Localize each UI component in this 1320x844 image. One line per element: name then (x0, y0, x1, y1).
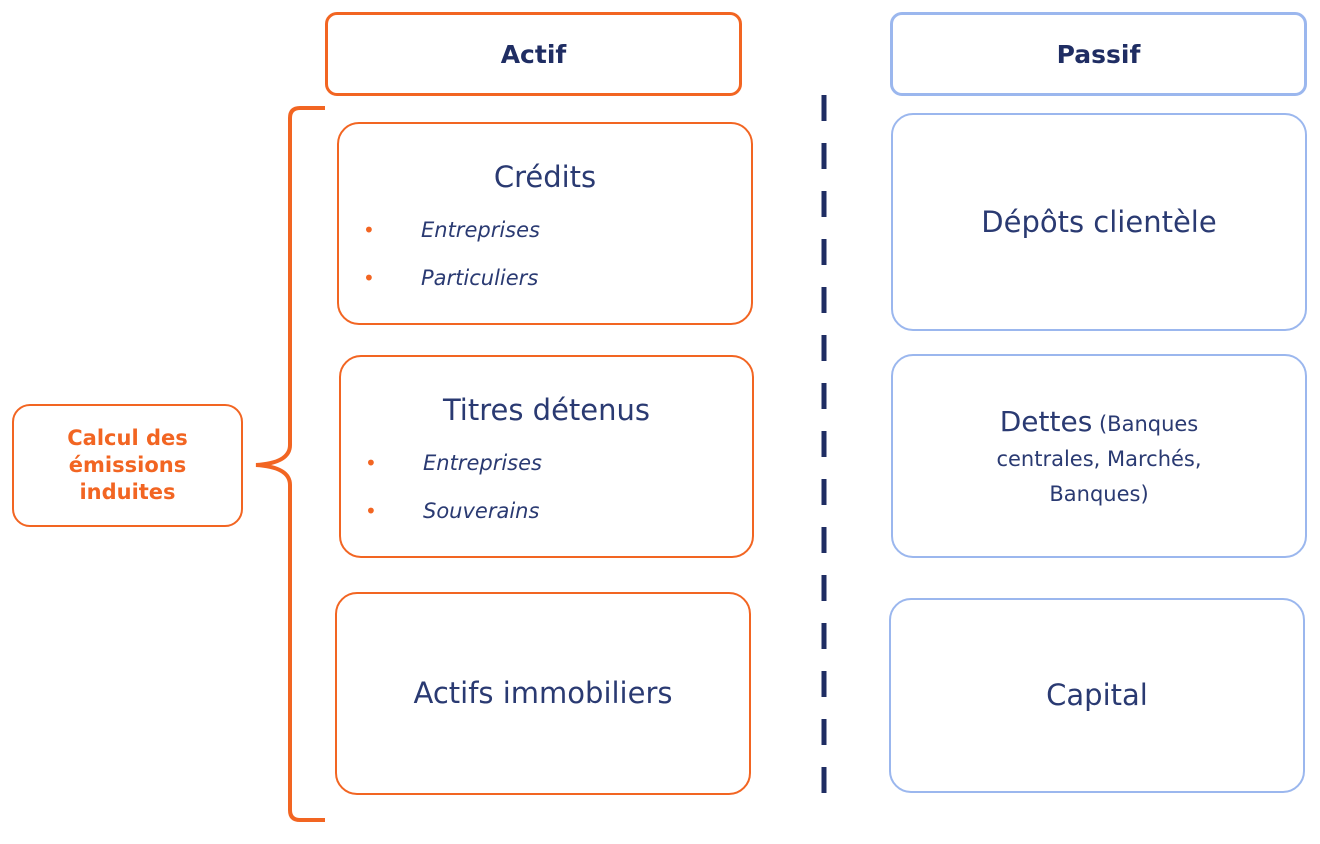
asset-title-titres: Titres détenus (442, 393, 651, 427)
calc-line-1: Calcul des (67, 425, 188, 450)
asset-list-titres: •Entreprises •Souverains (365, 439, 542, 535)
asset-box-credits: Crédits •Entreprises •Particuliers (337, 122, 753, 325)
liability-title-depots: Dépôts clientèle (981, 204, 1217, 239)
list-item: •Particuliers (363, 266, 539, 290)
dashed-divider (821, 95, 827, 795)
dettes-detail: (Banques centrales, Marchés, Banques) (996, 411, 1202, 506)
liability-box-depots: Dépôts clientèle (891, 113, 1307, 331)
list-item: •Entreprises (365, 451, 542, 475)
calc-line-3: induites (79, 480, 176, 505)
asset-title-credits: Crédits (493, 160, 597, 194)
actif-header-label: Actif (500, 39, 567, 69)
passif-header-label: Passif (1056, 39, 1141, 69)
calc-emissions-box: Calcul des émissions induites (12, 404, 243, 527)
calc-line-2: émissions (68, 452, 187, 477)
liability-title-capital: Capital (1046, 678, 1148, 713)
actif-header: Actif (325, 12, 742, 96)
liability-box-dettes: Dettes (Banques centrales, Marchés, Banq… (891, 354, 1307, 558)
asset-box-immobiliers: Actifs immobiliers (335, 592, 751, 795)
list-item: •Entreprises (363, 218, 540, 242)
asset-list-credits: •Entreprises •Particuliers (363, 206, 540, 302)
calc-emissions-label: Calcul des émissions induites (67, 425, 187, 507)
curly-brace-icon (255, 106, 325, 822)
passif-header: Passif (890, 12, 1307, 96)
list-item: •Souverains (365, 499, 540, 523)
dettes-main: Dettes (999, 404, 1093, 438)
asset-title-immobiliers: Actifs immobiliers (413, 676, 673, 711)
liability-title-dettes: Dettes (Banques centrales, Marchés, Banq… (949, 404, 1249, 509)
asset-box-titres: Titres détenus •Entreprises •Souverains (339, 355, 754, 558)
liability-box-capital: Capital (889, 598, 1305, 793)
